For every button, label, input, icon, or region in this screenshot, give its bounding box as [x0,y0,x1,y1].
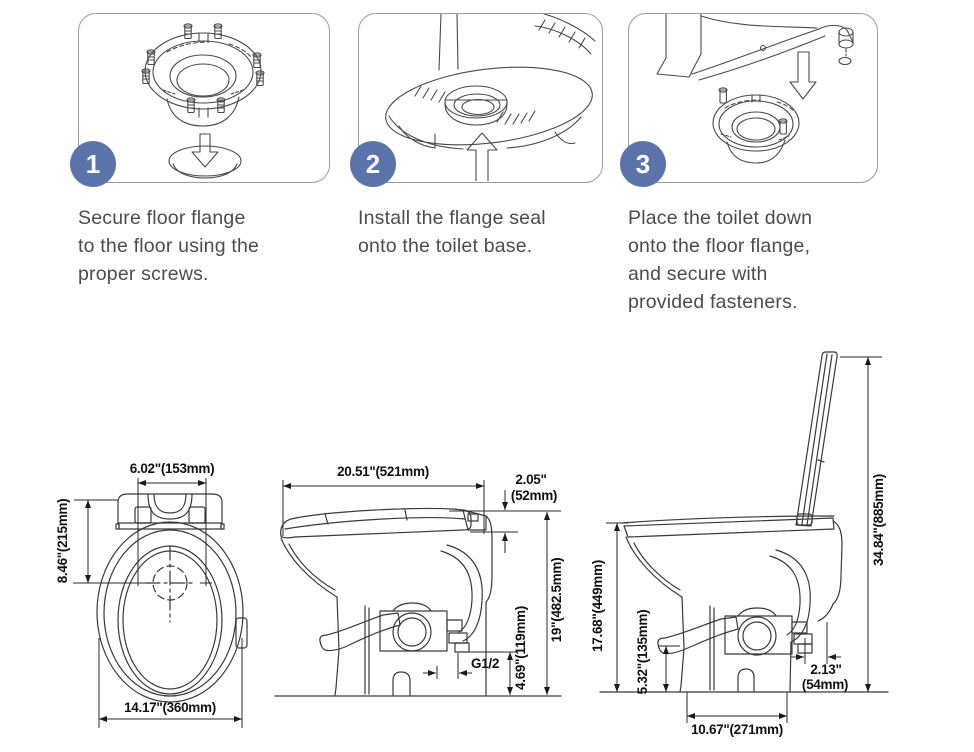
arrow-down-icon [191,133,219,168]
place-toilet-illustration [656,14,854,164]
toilet-base-underside [385,14,596,150]
step-3-card: 3 [620,13,878,187]
toilet-top-view [96,493,248,703]
dim-top-width: 6.02"(153mm) [130,461,215,476]
dim-lid-thickness-mm: (52mm) [511,488,557,503]
dim-lid-thickness: 2.05" [515,472,546,487]
open-view-dimensions: 34.84"(885mm) 17.68"(449mm) 5.32"(135mm)… [590,356,886,737]
step-2-caption: Install the flange seal onto the toilet … [358,207,546,257]
step-2-number: 2 [365,148,381,179]
step-number-badge: 3 [620,141,666,187]
toilet-side-view-open [599,351,889,693]
flange-bolts [718,87,788,135]
step-number-badge: 1 [70,141,116,187]
step-2-card: 2 [350,13,603,187]
step-1-card: 1 [70,13,330,187]
side-view-open-drawing: 34.84"(885mm) 17.68"(449mm) 5.32"(135mm)… [590,351,889,737]
dim-bottom-width: 14.17"(360mm) [124,700,216,715]
step-3-number: 3 [635,148,651,179]
top-view-dimensions: 6.02"(153mm) 8.46"(215mm) 14.17"(360mm) [55,461,243,728]
dim-left-height: 8.46"(215mm) [55,499,70,584]
dim-back-offset: 2.13" [810,662,841,677]
dim-thread-label: G1/2 [471,656,499,671]
flange-seal [444,85,508,126]
step-number-badge: 2 [350,141,396,187]
dim-back-offset-mm: (54mm) [802,677,848,692]
floor-hole [168,145,242,177]
flange-seal-illustration [385,14,596,181]
floor-flange-illustration [141,23,265,179]
arrow-up-icon [466,132,498,181]
dim-total-height: 19"(482.5mm) [549,558,564,643]
dim-seat-height: 17.68"(449mm) [590,560,605,652]
top-view-drawing: 6.02"(153mm) 8.46"(215mm) 14.17"(360mm) [55,461,248,728]
side-view-drawing: 20.51"(521mm) 2.05" (52mm) 19"(482.5mm) … [274,464,564,697]
side-view-dimensions: 20.51"(521mm) 2.05" (52mm) 19"(482.5mm) … [282,464,564,695]
toilet-bottom-outline [656,14,854,81]
floor-flange [144,32,262,127]
dim-depth: 20.51"(521mm) [337,464,429,479]
dim-open-height: 34.84"(885mm) [871,474,886,566]
fastener-cap [838,27,854,66]
dim-inlet-height: 4.69"(119mm) [513,606,528,690]
flange-screws [141,23,265,114]
dim-pedal-height: 5.32"(135mm) [635,610,650,695]
step-1-number: 1 [85,148,101,179]
step-1-caption: Secure floor flange to the floor using t… [78,207,260,285]
arrow-down-icon [789,51,817,100]
dim-base-depth: 10.67"(271mm) [691,722,783,737]
step-3-caption: Place the toilet down onto the floor fla… [628,207,813,313]
floor-flange [712,94,800,164]
